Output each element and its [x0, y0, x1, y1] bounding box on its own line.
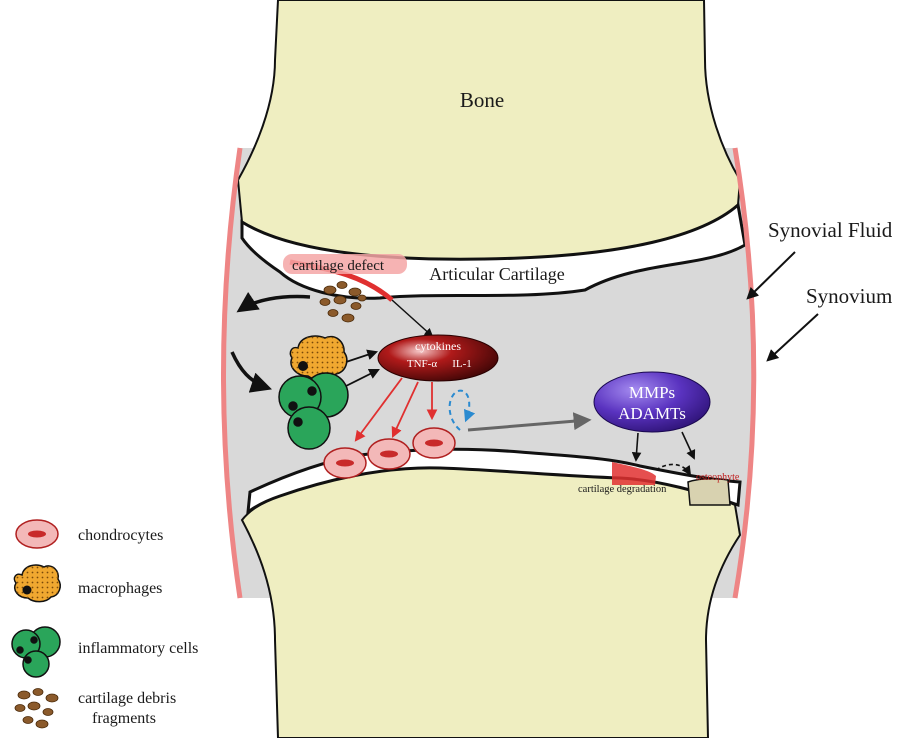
- articular-cartilage-label: Articular Cartilage: [429, 264, 564, 284]
- legend-macrophages-label: macrophages: [78, 580, 162, 597]
- synovium-label: Synovium: [806, 284, 892, 308]
- synovial-fluid-pointer: [748, 252, 795, 298]
- legend-chondrocytes-label: chondrocytes: [78, 527, 163, 544]
- synovial-fluid-label: Synovial Fluid: [768, 218, 893, 242]
- synovium-pointer: [768, 314, 818, 360]
- cartilage-defect-label: cartilage defect: [292, 258, 385, 274]
- legend: chondrocytes macrophages inflammatory ce…: [12, 520, 198, 728]
- upper-bone: [238, 0, 740, 259]
- bone-label: Bone: [460, 88, 504, 112]
- cartilage-debris-icon: [15, 689, 58, 729]
- chondrocyte-3: [413, 428, 455, 458]
- chondrocyte-icon: [16, 520, 58, 548]
- macrophage-icon: [14, 565, 60, 602]
- legend-cartilage-debris-label: cartilage debris: [78, 690, 176, 707]
- mmps-label: MMPs: [629, 383, 675, 402]
- inflammatory-cells-icon: [12, 627, 60, 677]
- cartilage-degradation-label: cartilage degradation: [578, 484, 667, 495]
- tnf-label: TNF-α: [407, 358, 437, 370]
- il1-label: IL-1: [452, 358, 472, 370]
- legend-cartilage-debris-label-2: fragments: [92, 710, 156, 727]
- legend-inflammatory-cells-label: inflammatory cells: [78, 640, 198, 657]
- adamts-label: ADAMTs: [618, 404, 686, 423]
- osteophyte-label: osteophyte: [696, 472, 740, 483]
- chondrocyte-2: [368, 439, 410, 469]
- mmps-adamts-node: [594, 372, 710, 432]
- lower-bone: [242, 468, 740, 738]
- chondrocyte-1: [324, 448, 366, 478]
- cytokines-label: cytokines: [415, 339, 461, 353]
